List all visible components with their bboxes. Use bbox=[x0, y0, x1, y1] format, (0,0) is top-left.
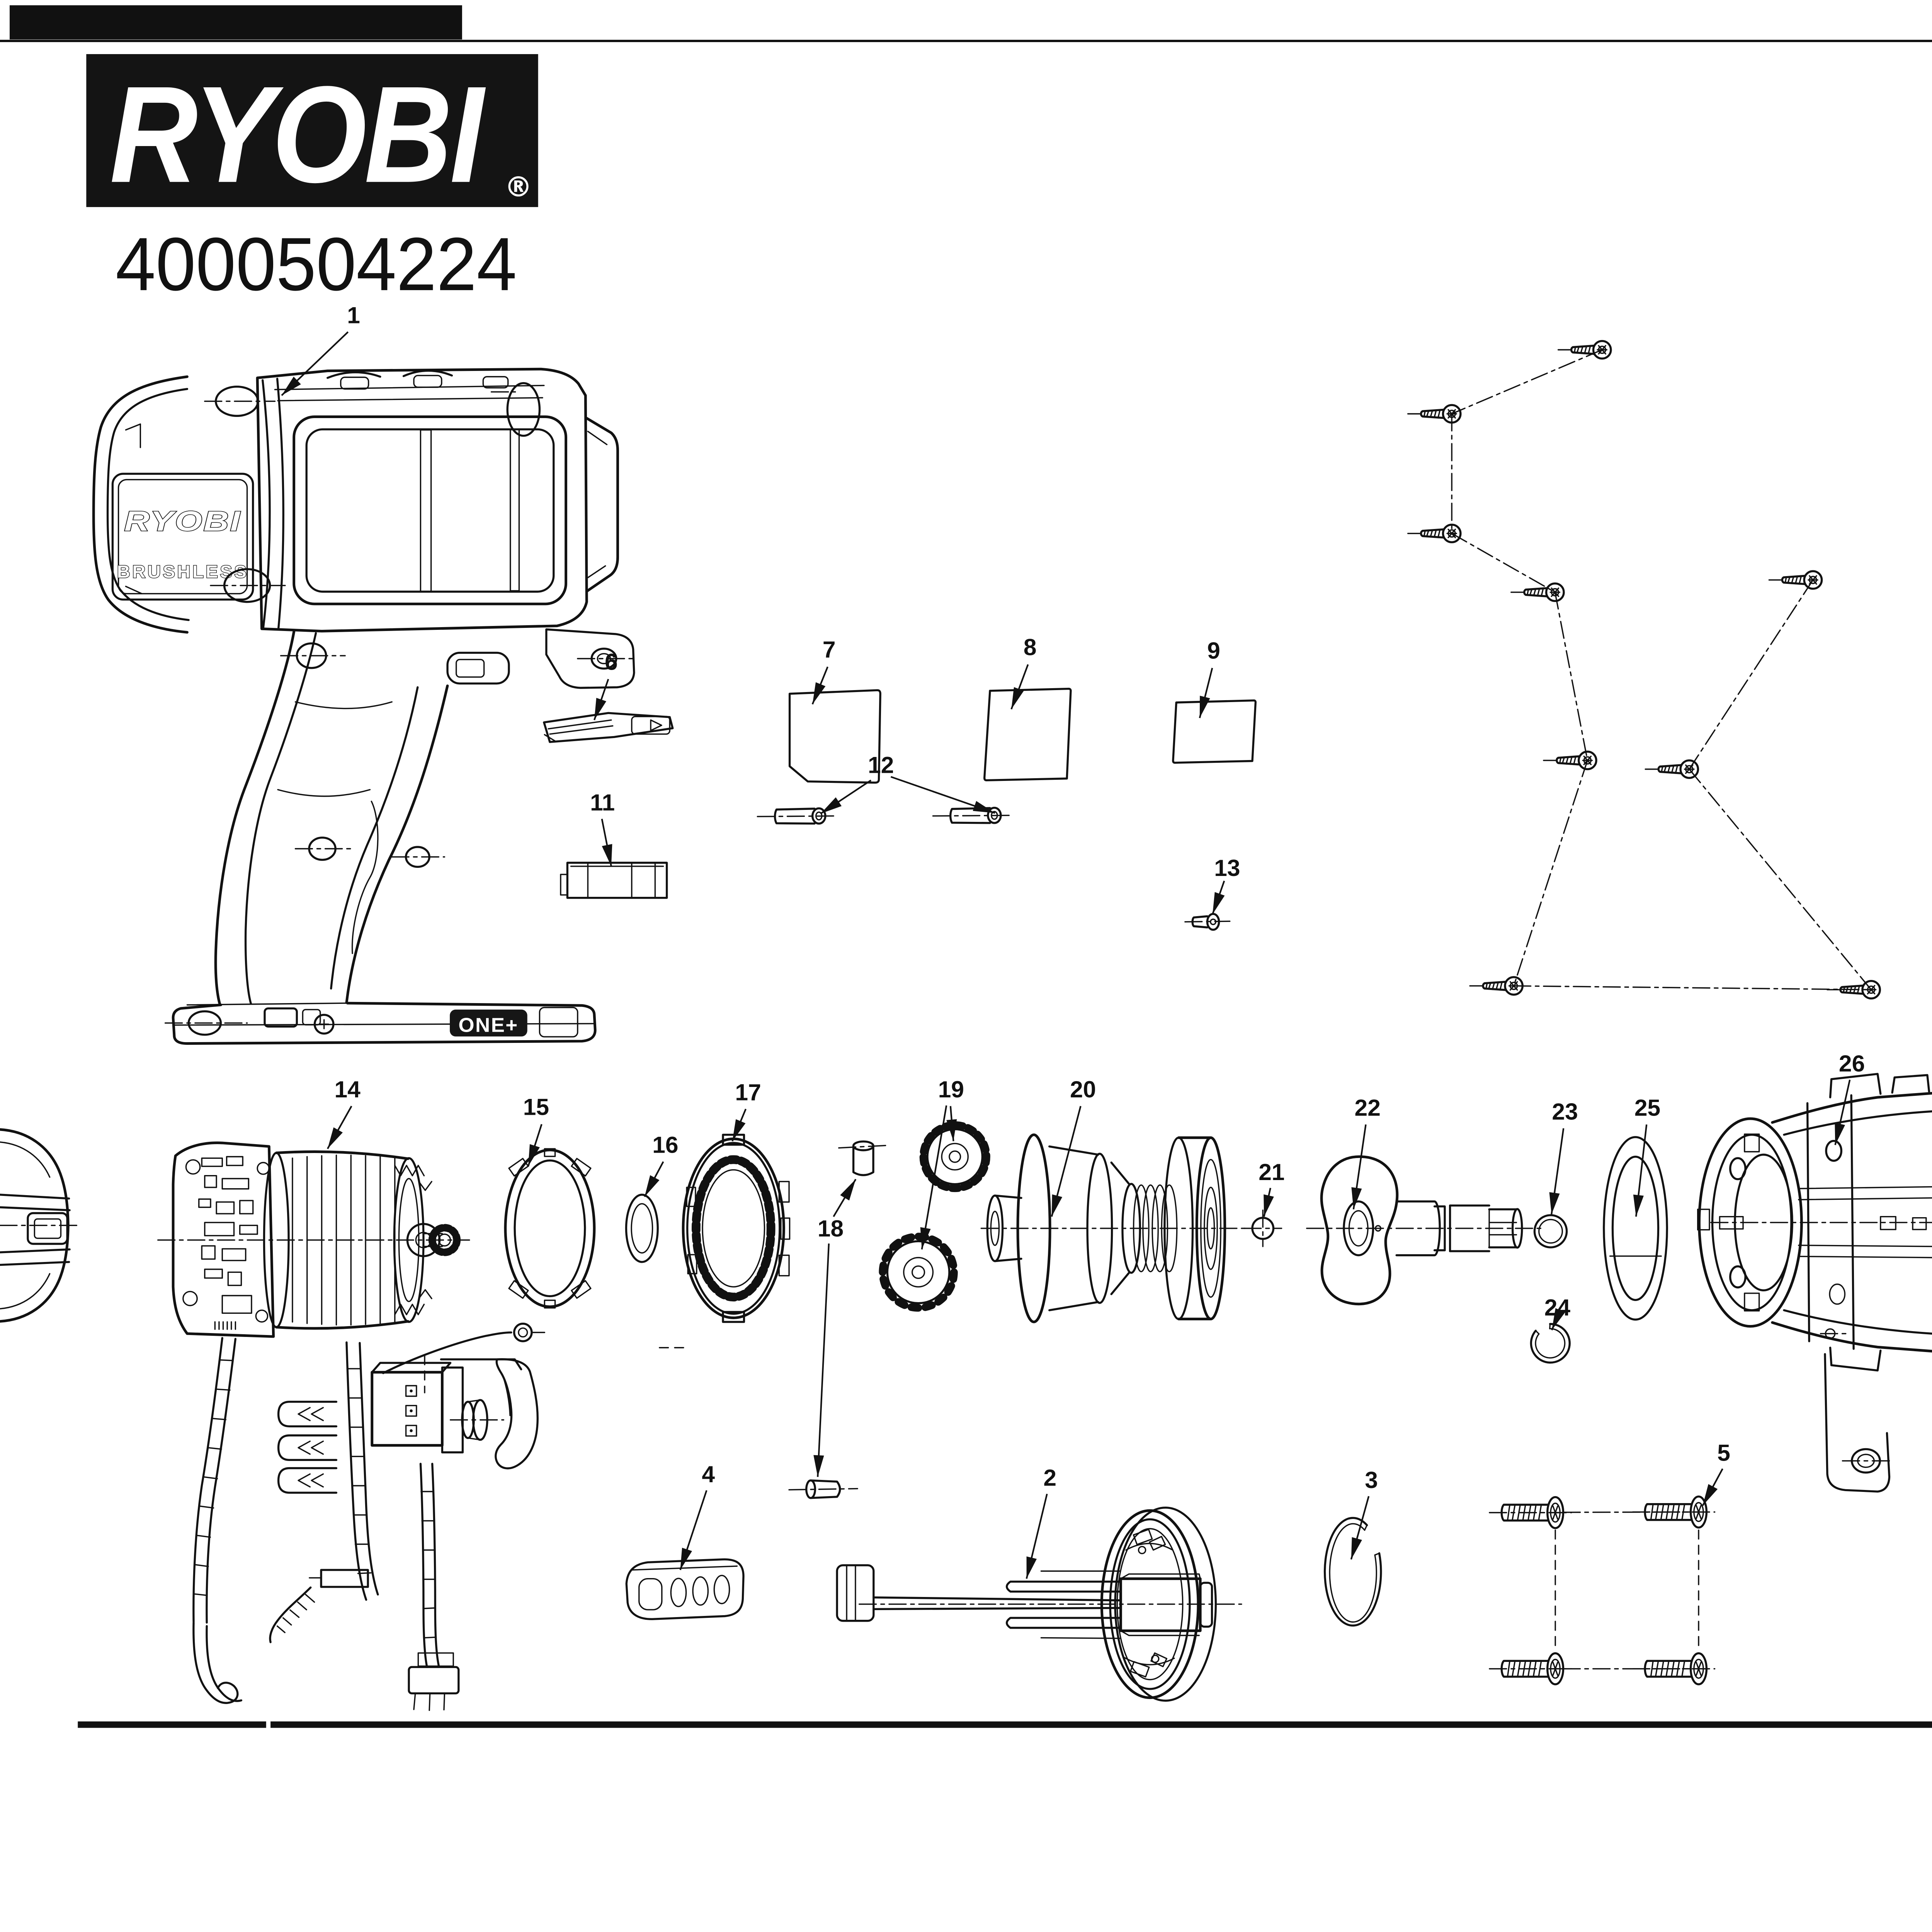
brand-logo-text: RYOBI bbox=[110, 58, 486, 211]
leader-19b bbox=[920, 1105, 947, 1250]
part-3-snap-ring bbox=[1323, 1517, 1382, 1627]
logo-background bbox=[86, 54, 538, 207]
part-5-screw-set bbox=[1490, 1497, 1715, 1684]
part-22-spindle bbox=[1306, 1155, 1541, 1306]
leader-3 bbox=[1350, 1496, 1370, 1560]
part-9-label-sticker bbox=[1172, 699, 1257, 764]
callout-18-label: 18 bbox=[818, 1215, 844, 1242]
part-2-gearbox-shaft-assembly bbox=[836, 1507, 1242, 1702]
product-number: 4000504224 bbox=[116, 222, 517, 306]
part-7-label-sticker bbox=[788, 689, 881, 784]
part-18-pins bbox=[788, 1140, 891, 1499]
callout-5-label: 5 bbox=[1717, 1440, 1730, 1466]
housing-oneplus-badge: ONE+ bbox=[450, 1009, 527, 1037]
part-13-screw bbox=[1184, 913, 1231, 931]
part-26-chuck-collar bbox=[1697, 1073, 1932, 1493]
housing-battery-label: ONE+ bbox=[458, 1014, 518, 1036]
callout-21-label: 21 bbox=[1259, 1159, 1284, 1185]
leader-13 bbox=[1212, 881, 1225, 915]
callout-19-label: 19 bbox=[938, 1076, 964, 1102]
callout-16-label: 16 bbox=[652, 1132, 678, 1158]
leader-22 bbox=[1351, 1124, 1367, 1210]
belt-clip-arrow-icon bbox=[650, 719, 662, 731]
part-gear-housing-partial bbox=[0, 1128, 79, 1323]
callout-6-label: 6 bbox=[605, 648, 618, 675]
callout-12-label: 12 bbox=[868, 752, 894, 778]
callout-11-label: 11 bbox=[590, 789, 615, 815]
leader-12a bbox=[820, 779, 872, 815]
part-19-planet-gears bbox=[879, 1121, 990, 1312]
leader-18b bbox=[813, 1243, 830, 1477]
callout-26-label: 26 bbox=[1839, 1050, 1865, 1077]
callout-23-label: 23 bbox=[1552, 1098, 1578, 1124]
parts-diagram-page: RYOBI ® 4000504224 RYOBI BRUSHLESS bbox=[0, 5, 1932, 1728]
callout-7-label: 7 bbox=[823, 636, 836, 662]
motor-wire-loops bbox=[277, 1401, 338, 1494]
part-24-retaining-ring bbox=[1530, 1323, 1571, 1364]
part-6-belt-clip bbox=[543, 712, 674, 743]
leader-25 bbox=[1633, 1124, 1648, 1217]
callout-3-label: 3 bbox=[1365, 1467, 1378, 1493]
leader-15 bbox=[527, 1124, 543, 1167]
part-21-ball-bearing bbox=[1243, 1209, 1282, 1247]
leader-7 bbox=[811, 666, 828, 705]
callout-15-label: 15 bbox=[523, 1094, 549, 1120]
leader-8 bbox=[1010, 664, 1029, 710]
callout-20-label: 20 bbox=[1070, 1076, 1096, 1102]
footer-rule bbox=[78, 1721, 1932, 1728]
housing-brand-label: RYOBI bbox=[124, 506, 242, 537]
callout-13-label: 13 bbox=[1214, 855, 1240, 881]
callouts: 1 6 7 8 9 11 12 13 14 15 16 17 18 19 20 … bbox=[281, 302, 1865, 1579]
leader-12b bbox=[890, 776, 995, 814]
leader-11 bbox=[601, 818, 612, 867]
part-17-ring-gear bbox=[659, 1134, 791, 1349]
callout-17-label: 17 bbox=[735, 1079, 761, 1105]
leader-2 bbox=[1026, 1493, 1048, 1579]
leader-17 bbox=[731, 1109, 747, 1142]
leader-14 bbox=[327, 1105, 352, 1150]
leader-21 bbox=[1263, 1188, 1274, 1217]
callout-14-label: 14 bbox=[335, 1076, 361, 1102]
callout-24-label: 24 bbox=[1544, 1294, 1571, 1320]
top-bar bbox=[9, 5, 462, 40]
housing-screw-cluster bbox=[1408, 341, 1880, 998]
leader-5 bbox=[1702, 1468, 1723, 1506]
leader-4 bbox=[679, 1490, 707, 1570]
exploded-parts-diagram: RYOBI ® 4000504224 RYOBI BRUSHLESS bbox=[0, 5, 1932, 1728]
part-1-drill-housing: RYOBI BRUSHLESS bbox=[92, 367, 635, 1045]
part-8-label-sticker bbox=[983, 687, 1072, 782]
part-20-clutch-gearbox bbox=[980, 1133, 1247, 1323]
callout-2-label: 2 bbox=[1043, 1464, 1056, 1491]
callout-22-label: 22 bbox=[1355, 1095, 1381, 1121]
leader-23 bbox=[1549, 1128, 1565, 1214]
brand-logo: RYOBI ® bbox=[86, 54, 538, 211]
header: RYOBI ® 4000504224 bbox=[0, 5, 1932, 306]
leader-9 bbox=[1199, 668, 1213, 718]
leader-1 bbox=[281, 331, 349, 396]
callout-1-label: 1 bbox=[347, 302, 360, 328]
leader-6 bbox=[594, 679, 609, 721]
part-15-motor-mount-ring bbox=[504, 1148, 596, 1309]
pcb-components bbox=[198, 1156, 258, 1330]
registered-mark: ® bbox=[505, 171, 532, 203]
callout-9-label: 9 bbox=[1207, 638, 1220, 664]
callout-4-label: 4 bbox=[702, 1461, 715, 1487]
housing-motor-type-label: BRUSHLESS bbox=[117, 562, 249, 582]
leader-16 bbox=[644, 1161, 664, 1197]
leader-26 bbox=[1834, 1079, 1851, 1145]
part-16-washer bbox=[625, 1194, 659, 1263]
leader-19a bbox=[946, 1106, 957, 1141]
part-12-pins bbox=[757, 806, 1010, 825]
leader-20 bbox=[1051, 1106, 1082, 1217]
part-11-shift-slide bbox=[560, 862, 668, 899]
part-23-o-ring bbox=[1533, 1214, 1568, 1248]
callout-25-label: 25 bbox=[1634, 1095, 1660, 1121]
leader-18a bbox=[833, 1179, 857, 1217]
part-25-washer-large bbox=[1603, 1136, 1668, 1321]
part-14-motor-assembly bbox=[157, 1141, 546, 1711]
part-4-light-lens bbox=[625, 1558, 745, 1620]
callout-8-label: 8 bbox=[1024, 634, 1037, 660]
header-rule bbox=[0, 39, 1932, 42]
leader-24 bbox=[1551, 1308, 1565, 1331]
